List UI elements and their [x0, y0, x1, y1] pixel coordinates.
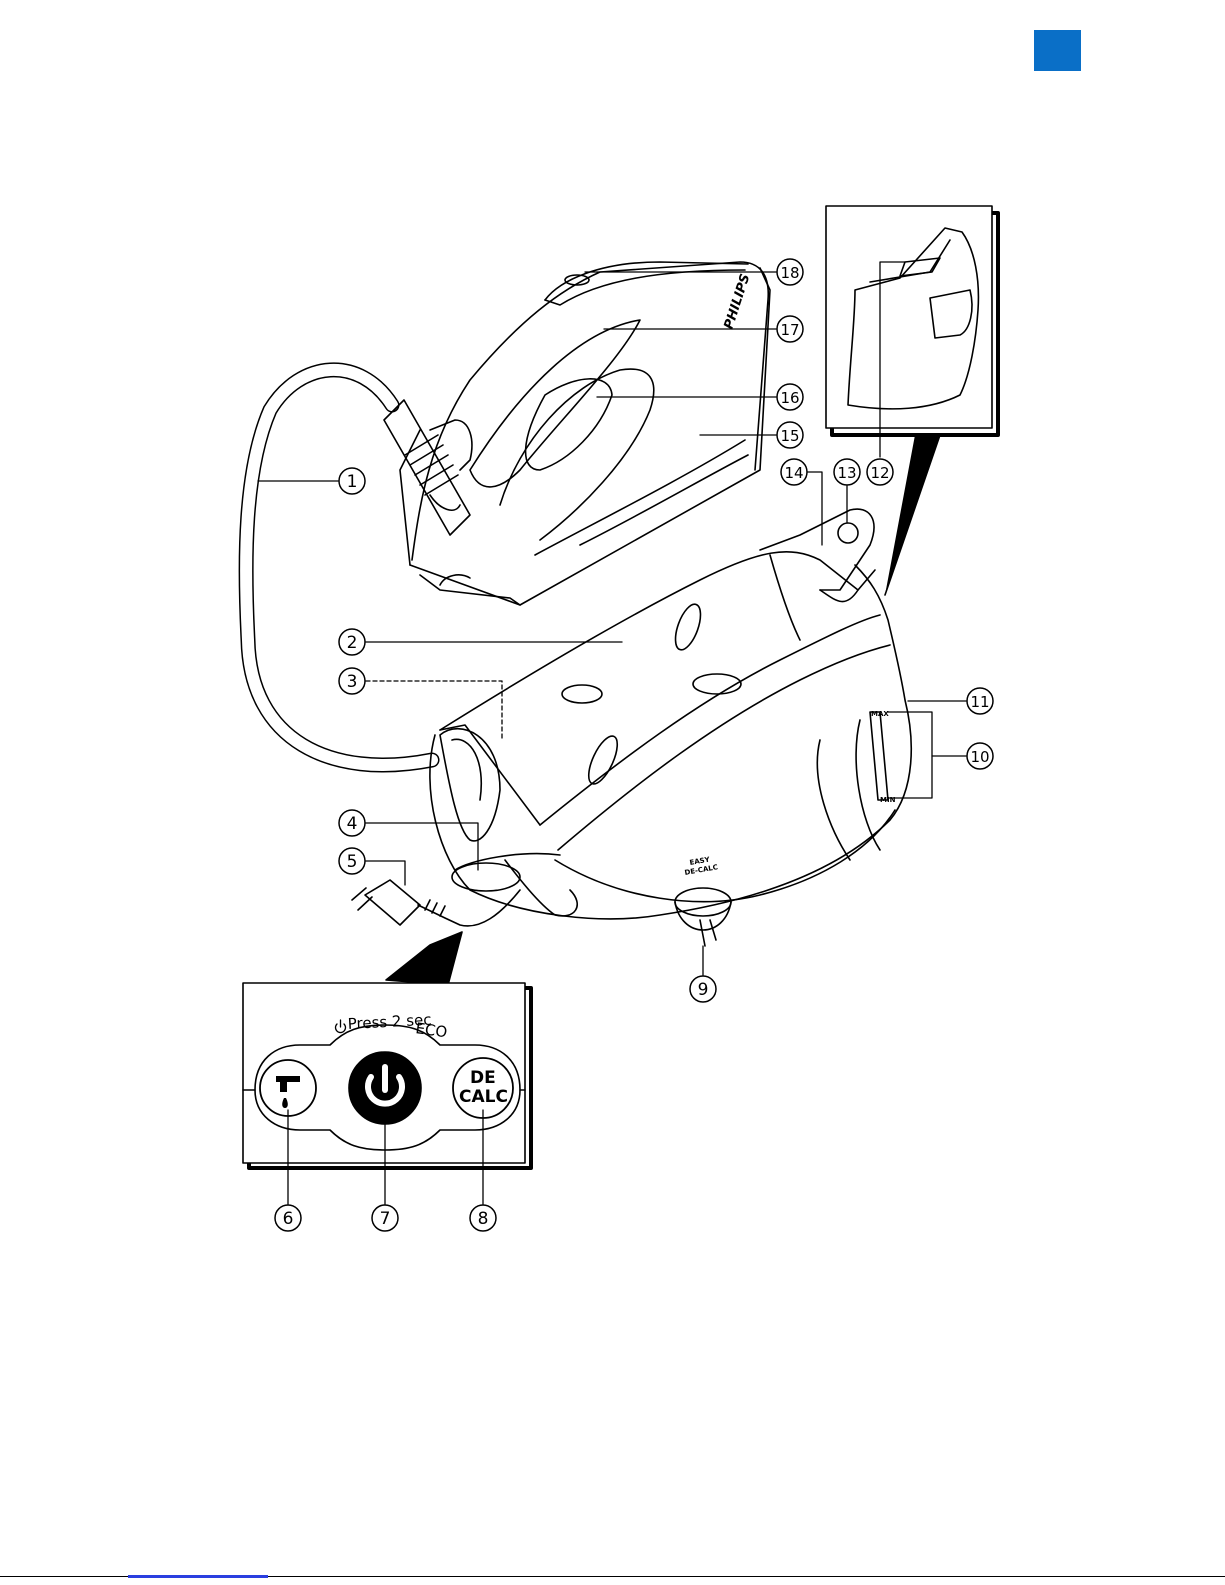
callout-label: 8 [478, 1209, 489, 1229]
inset-pointer-top [885, 435, 940, 595]
decalc-button-label-line1: DE [470, 1068, 496, 1088]
supply-hose [246, 370, 432, 765]
callout-label: 12 [870, 464, 889, 482]
callout-label: 14 [784, 464, 803, 482]
callout-label: 16 [780, 389, 799, 407]
callout-label: 17 [780, 321, 799, 339]
callout-label: 15 [780, 427, 799, 445]
decalc-button-label-line2: CALC [459, 1087, 508, 1107]
callout-label: 2 [347, 633, 358, 653]
callout-label: 7 [380, 1209, 391, 1229]
callout-label: 9 [698, 980, 709, 1000]
footer-link-marker [128, 1575, 268, 1578]
mains-plug [352, 880, 520, 926]
callout-label: 10 [970, 748, 989, 766]
inset-detail-top [826, 206, 998, 435]
control-panel-inset [243, 932, 531, 1168]
callout-label: 18 [780, 264, 799, 282]
max-level-mark: MAX [871, 710, 889, 718]
callout-label: 1 [347, 472, 358, 492]
water-refill-button[interactable] [260, 1060, 316, 1116]
callout-label: 13 [837, 464, 856, 482]
power-eco-button[interactable] [349, 1052, 421, 1124]
steam-iron [384, 262, 770, 605]
callout-label: 11 [970, 693, 989, 711]
iron-brand-logo: PHILIPS [722, 272, 754, 331]
callout-label: 4 [347, 814, 358, 834]
callout-label: 6 [283, 1209, 294, 1229]
min-level-mark: MIN [880, 796, 896, 804]
callout-label: 5 [347, 852, 358, 872]
callout-label: 3 [347, 672, 358, 692]
